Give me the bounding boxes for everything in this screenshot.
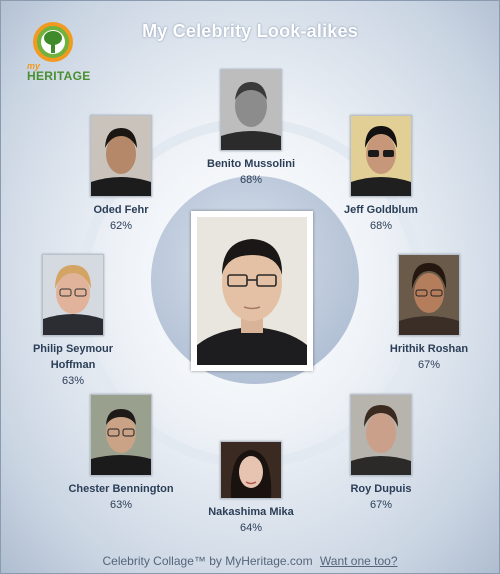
footer: Celebrity Collage™ by MyHeritage.com Wan… [1,554,499,568]
celebrity-percent: 68% [239,174,263,186]
footer-text: Celebrity Collage™ by MyHeritage.com [102,554,313,568]
celebrity-photo [398,254,460,336]
celebrity-photo [90,394,152,476]
portrait-icon [351,116,411,196]
celebrity-photo [220,441,282,499]
celebrity-photo [90,115,152,197]
celebrity-name: Philip Seymour Hoffman [32,343,114,371]
celebrity-percent: 68% [369,220,393,232]
portrait-icon [43,255,103,335]
logo-prefix: my [27,61,41,71]
celebrity-percent: 63% [61,375,85,387]
celebrity-percent: 67% [417,359,441,371]
celebrity-card[interactable]: Philip Seymour Hoffman 63% [18,254,128,389]
celebrity-name: Benito Mussolini [207,158,295,170]
logo-text: HERITAGE [27,69,91,83]
celebrity-name: Jeff Goldblum [344,204,418,216]
celebrity-card[interactable]: Chester Bennington 63% [66,394,176,513]
celebrity-photo [42,254,104,336]
celebrity-card[interactable]: Oded Fehr 62% [66,115,176,234]
celebrity-name: Nakashima Mika [208,506,294,518]
portrait-icon [351,395,411,475]
celebrity-card[interactable]: Jeff Goldblum 68% [326,115,436,234]
celebrity-card[interactable]: Nakashima Mika 64% [196,441,306,536]
celebrity-name: Hrithik Roshan [389,343,469,355]
portrait-icon [399,255,459,335]
portrait-icon [221,442,281,498]
myheritage-logo[interactable]: my HERITAGE [23,21,90,87]
celebrity-percent: 62% [109,220,133,232]
celebrity-percent: 64% [239,522,263,534]
celebrity-card[interactable]: Hrithik Roshan 67% [374,254,484,373]
celebrity-name: Roy Dupuis [350,483,412,495]
celebrity-photo [350,394,412,476]
portrait-icon [91,395,151,475]
portrait-icon [221,70,281,150]
celebrity-photo [350,115,412,197]
page-title: My Celebrity Look-alikes [142,21,358,41]
portrait-icon [91,116,151,196]
celebrity-card[interactable]: Roy Dupuis 67% [326,394,436,513]
user-photo-icon [197,217,307,365]
celebrity-percent: 67% [369,499,393,511]
user-photo [191,211,313,371]
celebrity-name: Chester Bennington [68,483,174,495]
celebrity-card[interactable]: Benito Mussolini 68% [196,69,306,188]
want-one-link[interactable]: Want one too? [319,554,398,568]
celebrity-percent: 63% [109,499,133,511]
tree-icon [33,22,73,62]
celebrity-photo [220,69,282,151]
celebrity-name: Oded Fehr [93,204,149,216]
